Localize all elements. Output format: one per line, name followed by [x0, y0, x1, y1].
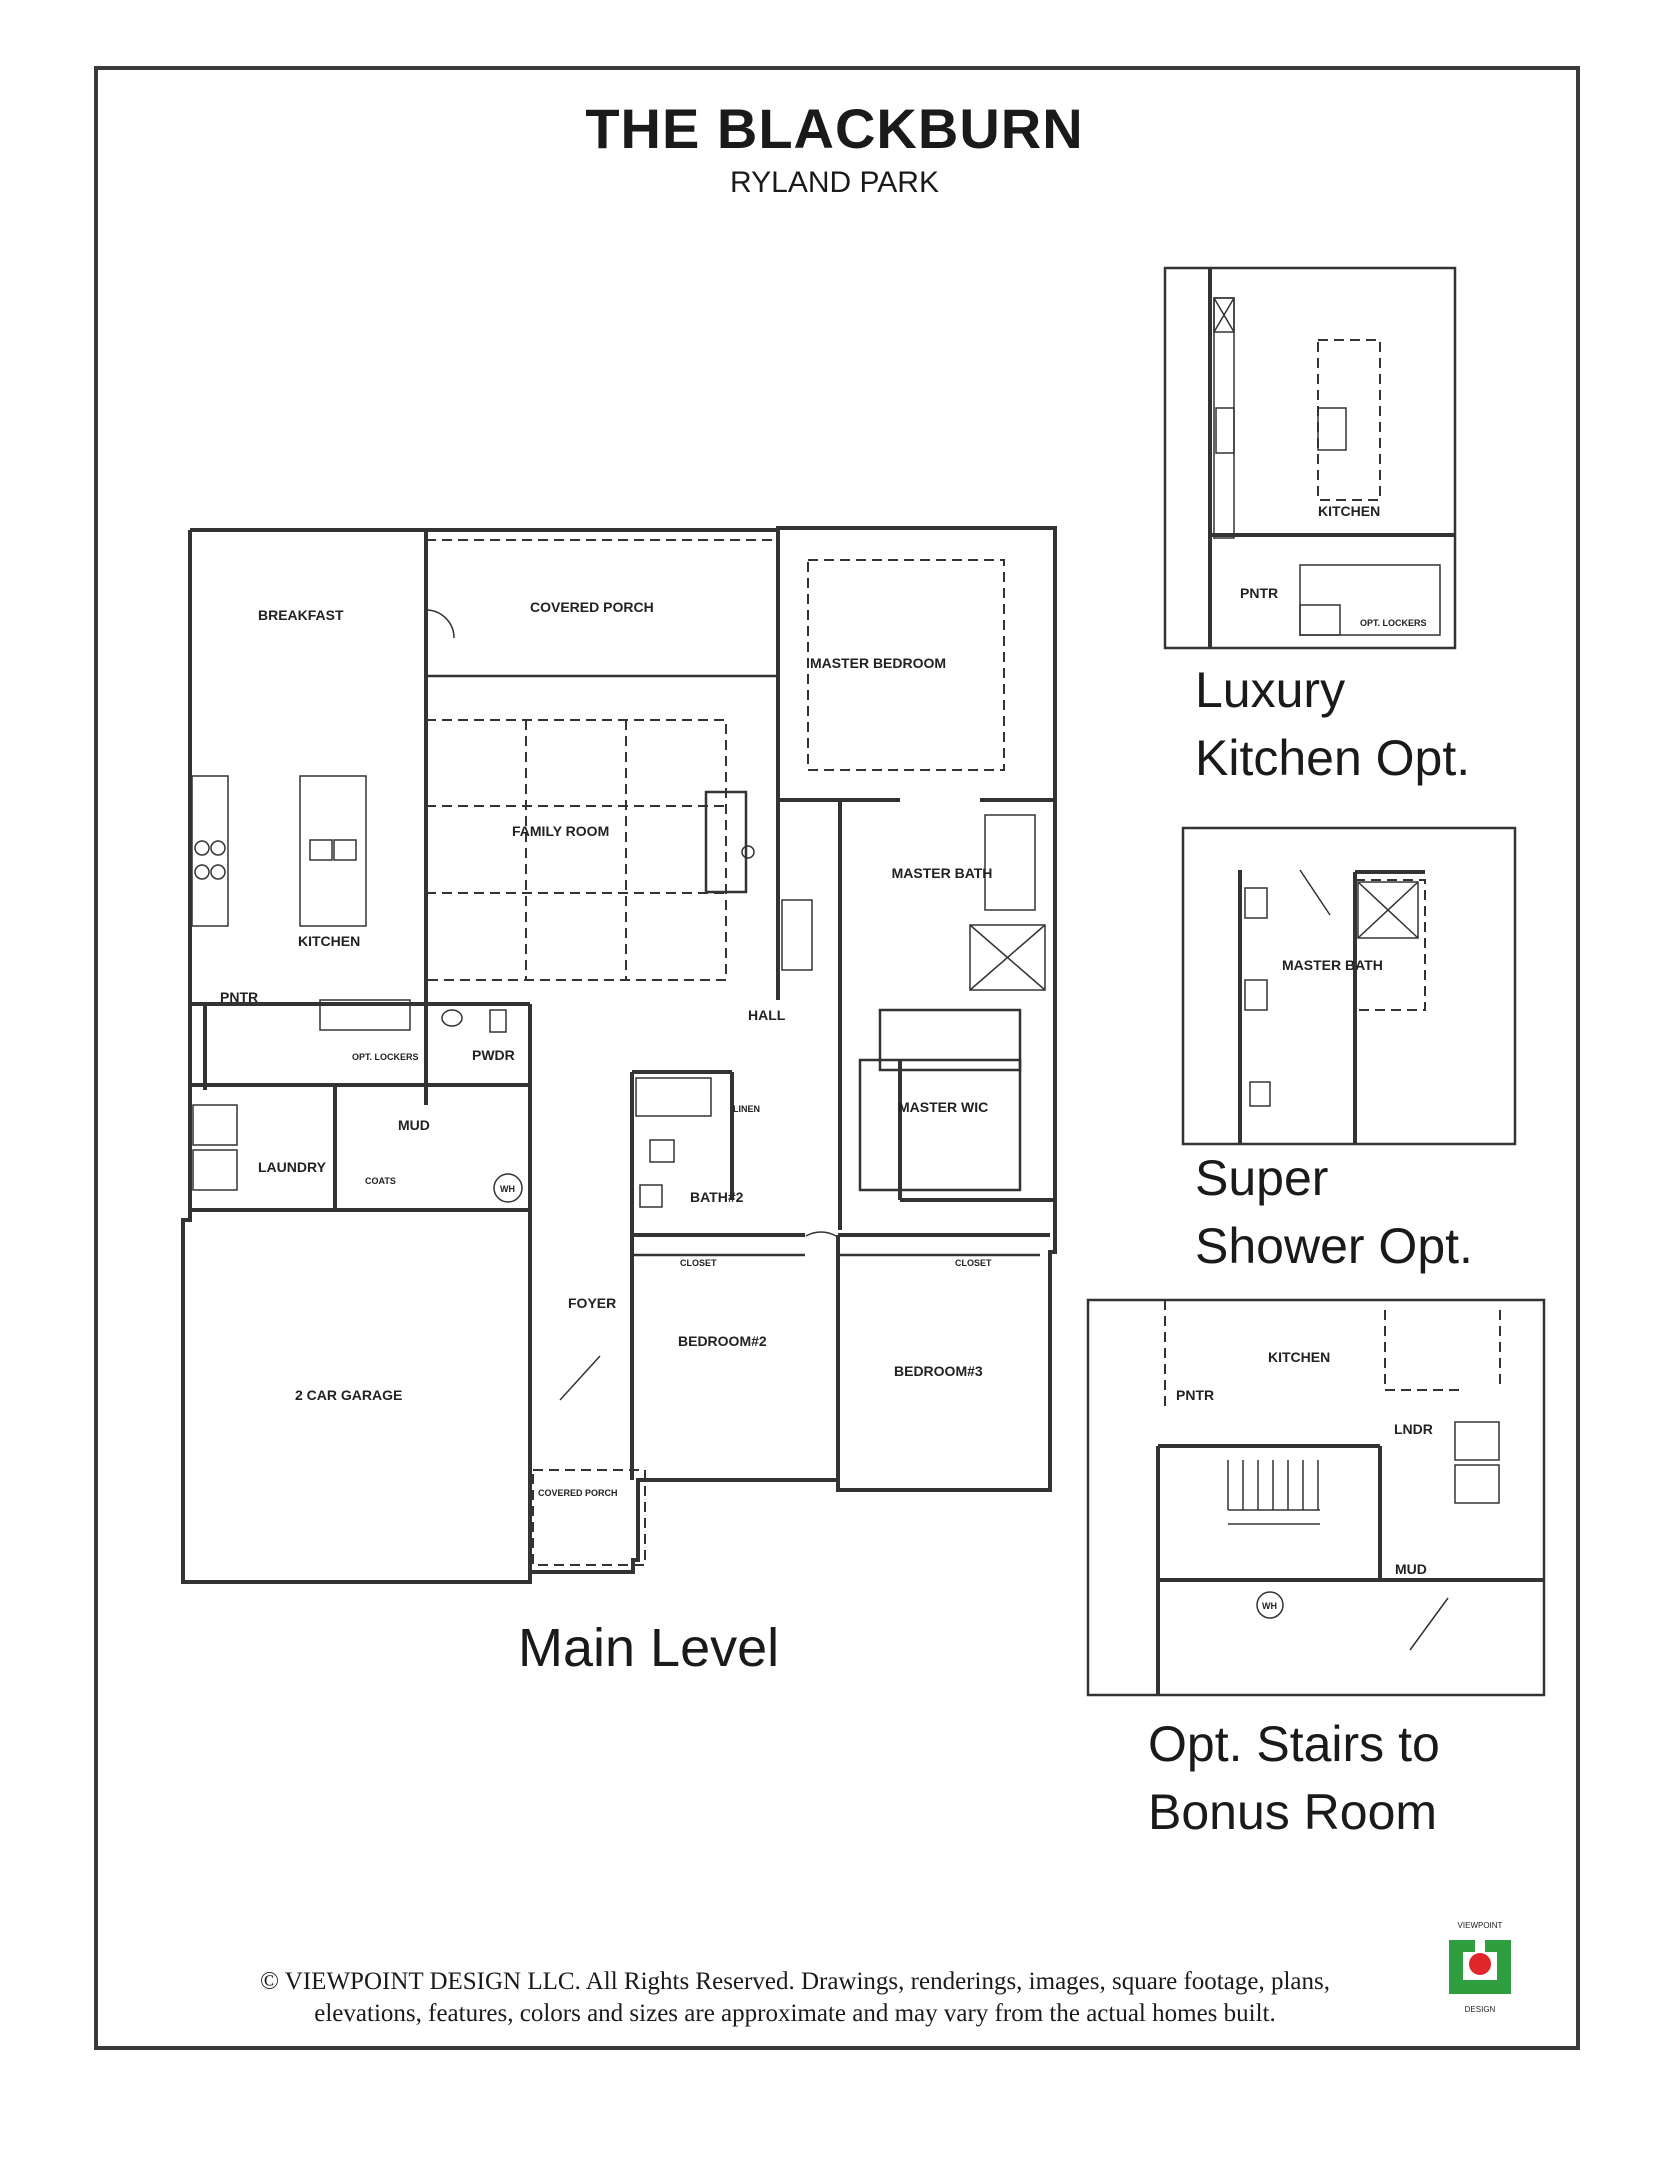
caption-line: Kitchen Opt. [1195, 730, 1471, 786]
label-hall: HALL [748, 1007, 786, 1023]
label-master-bath: MASTER BATH [892, 865, 993, 881]
opt3-label-kitchen: KITCHEN [1268, 1349, 1330, 1365]
label-kitchen: KITCHEN [298, 933, 360, 949]
label-front-porch: COVERED PORCH [538, 1488, 618, 1498]
label-closet-b: CLOSET [955, 1258, 992, 1268]
caption-line: Luxury [1195, 662, 1346, 718]
label-family-room: FAMILY ROOM [512, 823, 609, 839]
label-pantry: PNTR [220, 989, 258, 1005]
luxury-kitchen-caption: Luxury Kitchen Opt. [1195, 656, 1470, 792]
label-garage: 2 CAR GARAGE [295, 1387, 402, 1403]
label-coats: COATS [365, 1176, 396, 1186]
caption-line: Opt. Stairs to [1148, 1716, 1440, 1772]
plan-title: THE BLACKBURN [585, 97, 1084, 160]
label-master-wic: MASTER WIC [898, 1099, 988, 1115]
super-shower-option-plan [1181, 826, 1517, 1146]
copyright-line: elevations, features, colors and sizes a… [314, 2000, 1276, 2027]
label-closet-a: CLOSET [680, 1258, 717, 1268]
stairs-option-caption: Opt. Stairs to Bonus Room [1148, 1710, 1440, 1846]
logo-green-shape [1449, 1940, 1511, 1994]
label-mud: MUD [398, 1117, 430, 1133]
main-level-labels: BREAKFAST COVERED PORCH MASTER BEDROOM F… [220, 599, 992, 1498]
opt3-label-mud: MUD [1395, 1561, 1427, 1577]
copyright-notice: © VIEWPOINT DESIGN LLC. All Rights Reser… [160, 1966, 1430, 2030]
label-master-bedroom: MASTER BEDROOM [810, 655, 946, 671]
opt1-label-pantry: PNTR [1240, 585, 1278, 601]
label-foyer: FOYER [568, 1295, 616, 1311]
opt3-label-wh: WH [1262, 1601, 1277, 1611]
super-shower-caption: Super Shower Opt. [1195, 1144, 1473, 1280]
opt2-label-master-bath: MASTER BATH [1282, 957, 1383, 973]
stairs-option-plan [1086, 1298, 1546, 1697]
caption-line: Shower Opt. [1195, 1218, 1473, 1274]
main-level-caption: Main Level [518, 1618, 780, 1678]
label-wh: WH [500, 1184, 515, 1194]
opt3-label-laundry: LNDR [1394, 1421, 1433, 1437]
opt3-label-pantry: PNTR [1176, 1387, 1214, 1403]
caption-line: Super [1195, 1150, 1329, 1206]
label-bedroom2: BEDROOM#2 [678, 1333, 767, 1349]
logo-top-text: VIEWPOINT [1458, 1921, 1503, 1930]
label-opt-lockers: OPT. LOCKERS [352, 1052, 419, 1062]
label-covered-porch: COVERED PORCH [530, 599, 654, 615]
viewpoint-design-logo: VIEWPOINT DESIGN [1449, 1921, 1511, 2014]
option-labels: KITCHEN PNTR OPT. LOCKERS MASTER BATH KI… [1176, 503, 1433, 1611]
logo-red-dot [1469, 1953, 1491, 1975]
stair-treads [1227, 1460, 1320, 1525]
luxury-kitchen-option-plan [1163, 266, 1457, 650]
label-linen: LINEN [733, 1104, 760, 1114]
logo-bottom-text: DESIGN [1465, 2005, 1496, 2014]
opt1-label-lockers: OPT. LOCKERS [1360, 618, 1427, 628]
page-border [94, 66, 1580, 2050]
label-powder: PWDR [472, 1047, 515, 1063]
plan-subtitle: RYLAND PARK [730, 166, 939, 199]
label-bedroom3: BEDROOM#3 [894, 1363, 983, 1379]
main-level-plan [181, 526, 1057, 1584]
opt1-label-kitchen: KITCHEN [1318, 503, 1380, 519]
label-breakfast: BREAKFAST [258, 607, 344, 623]
label-laundry: LAUNDRY [258, 1159, 327, 1175]
caption-line: Bonus Room [1148, 1784, 1438, 1840]
copyright-line: © VIEWPOINT DESIGN LLC. All Rights Reser… [260, 1968, 1330, 1995]
label-bath2: BATH#2 [690, 1189, 744, 1205]
